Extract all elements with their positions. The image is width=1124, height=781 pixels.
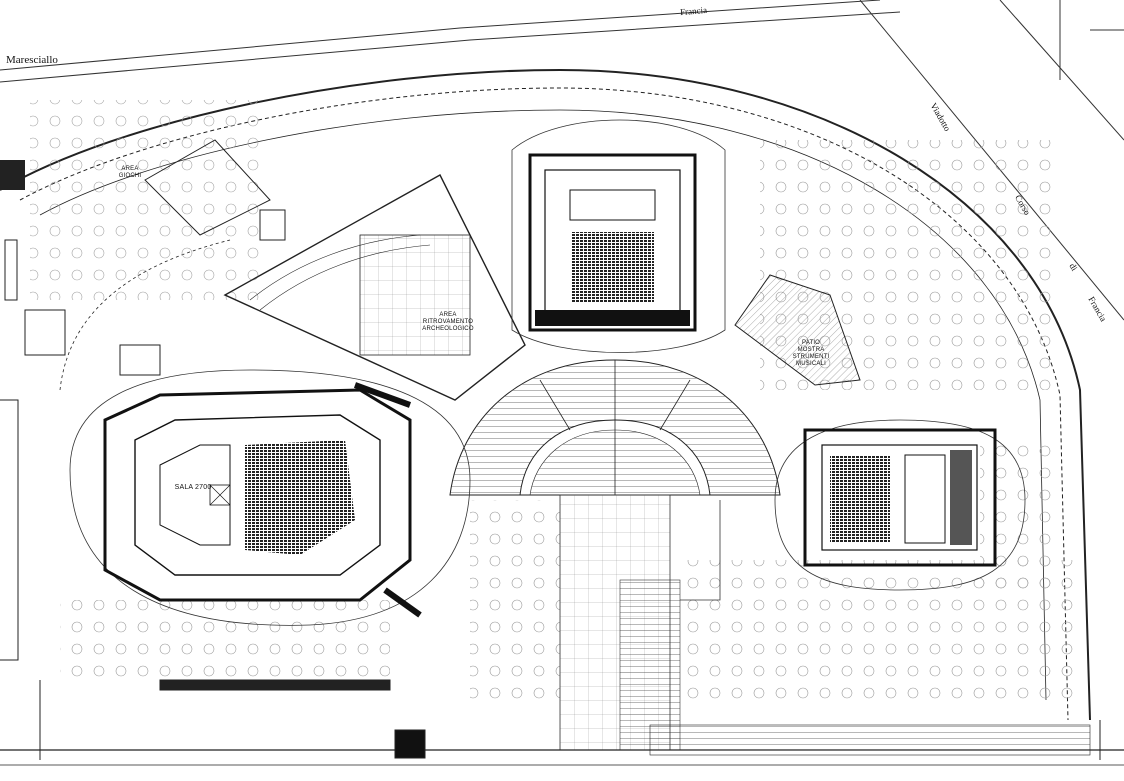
amphitheater	[449, 359, 781, 496]
bottom-road	[0, 679, 1124, 766]
landscape-trees	[30, 100, 1080, 700]
label-patio-line1: PATIO	[801, 340, 821, 346]
label-sala-2700: SALA 2700	[174, 484, 212, 491]
label-area-archeologico-line1: AREA	[439, 312, 457, 318]
label-area-giochi-line2: GIOCHI	[118, 173, 142, 179]
sala-2700-building	[69, 369, 471, 626]
right-concert-building	[774, 419, 1026, 591]
label-patio-mostra: PATIO MOSTRA STRUMENTI MUSICALI	[786, 340, 836, 368]
archaeological-area	[223, 174, 526, 401]
label-area-archeologico-line2: RITROVAMENTO	[422, 319, 474, 325]
left-edge-structures	[0, 160, 25, 661]
street-label-maresciallo: Maresciallo	[6, 54, 58, 66]
label-area-archeologico: AREA RITROVAMENTO ARCHEOLOGICO	[418, 312, 478, 333]
label-area-archeologico-line3: ARCHEOLOGICO	[422, 326, 474, 332]
label-patio-line2: MOSTRA	[797, 347, 825, 353]
plaza-paving	[559, 494, 721, 751]
label-area-giochi: AREA GIOCHI	[110, 166, 150, 180]
play-area-structures	[24, 139, 286, 376]
label-area-giochi-line1: AREA	[121, 166, 139, 172]
patio-area	[734, 274, 861, 386]
label-patio-line3: STRUMENTI	[792, 354, 830, 360]
label-patio-line4: MUSICALI	[796, 361, 826, 367]
central-auditorium-building	[511, 119, 726, 353]
